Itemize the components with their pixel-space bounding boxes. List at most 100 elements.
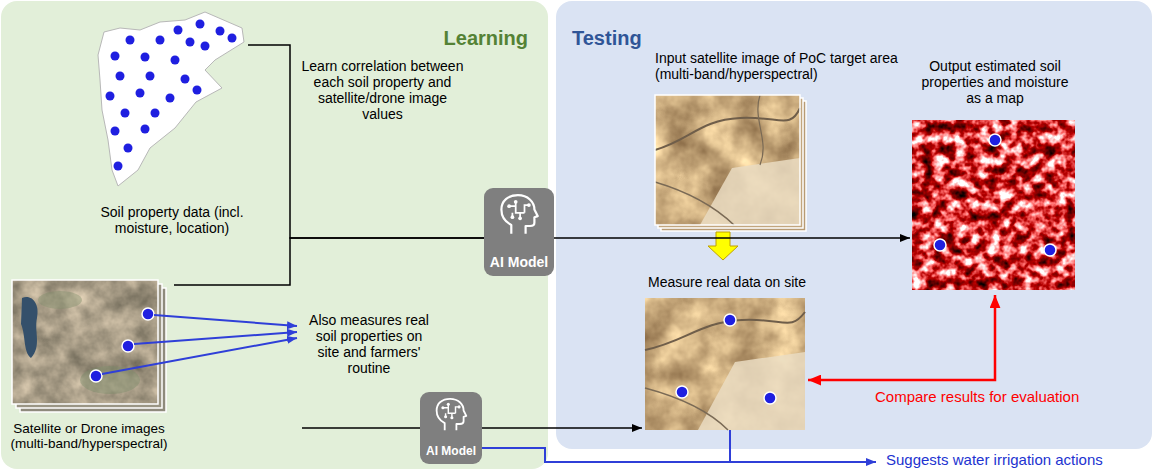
measure-arrow [102, 315, 297, 374]
sample-dot [181, 75, 190, 84]
soil-data-map: Soil property data (incl. moisture, loca… [96, 4, 248, 240]
input-image-stack [700, 158, 800, 225]
connector-group [174, 45, 995, 428]
sample-dot [228, 34, 237, 43]
image-caption: Output estimated soil properties and moi… [915, 58, 1075, 106]
output-map [912, 120, 1075, 290]
connector [248, 45, 484, 238]
sample-dot [166, 94, 175, 103]
label-anchor: Suggests water irrigation actions [886, 451, 1103, 468]
label-anchor: Compare results for evaluation [875, 388, 1079, 405]
image-caption: Soil property data (incl. moisture, loca… [96, 204, 248, 236]
sample-dot [116, 72, 125, 81]
sample-dot [193, 86, 202, 95]
measure-image [645, 298, 805, 430]
sample-dot [216, 27, 225, 36]
connector [482, 427, 642, 429]
ai-head-icon [443, 404, 459, 418]
step-note: Also measures real soil properties on si… [305, 312, 433, 376]
learning-panel: LearningSoil property data (incl. moistu… [1, 1, 548, 469]
satellite-image-stack [12, 280, 166, 412]
label-anchor: Learn correlation between each soil prop… [300, 58, 465, 122]
sample-dot [124, 144, 133, 153]
satellite-image-stack [12, 280, 158, 404]
sample-dot [989, 134, 1001, 146]
satellite-images: Satellite or Drone images (multi-band/hy… [4, 272, 174, 458]
input-image-stack [655, 95, 800, 225]
input-image-stack [655, 95, 806, 231]
ai-head-icon [441, 406, 444, 409]
label-anchor: Also measures real soil properties on si… [305, 312, 433, 376]
ai-head-icon [527, 203, 531, 207]
input-image-stack [655, 95, 800, 225]
sample-dot [90, 370, 102, 382]
image-caption: Measure real data on site [648, 274, 806, 290]
panel-heading: Learning [444, 27, 528, 50]
irrigation-arrow [482, 430, 876, 462]
sample-dot [201, 42, 210, 51]
ai-head-icon [509, 202, 529, 219]
ai-head-icon [447, 403, 450, 406]
testing-panel: TestingInput satellite image of PoC targ… [556, 1, 1152, 449]
satellite-image-stack [38, 291, 82, 309]
ai-head-icon [497, 193, 541, 237]
ai-head-icon [450, 416, 453, 419]
ai-model-box: AI Model [420, 392, 482, 464]
irrigation-arrow [729, 430, 731, 462]
ai-head-icon [441, 403, 460, 420]
ai-head-icon [433, 397, 469, 433]
satellite-image-stack [21, 297, 38, 358]
box-label: AI Model [426, 445, 476, 459]
ai-head-icon [437, 399, 467, 431]
sample-dot [676, 314, 776, 404]
sample-dot [136, 89, 145, 98]
jordan-map [98, 12, 244, 186]
irrigation-arrow [482, 448, 876, 462]
connector [174, 238, 484, 285]
connector [808, 295, 995, 380]
sample-dot [142, 308, 154, 320]
edge-label: Compare results for evaluation [875, 388, 1079, 405]
sample-dot [186, 38, 195, 47]
ai-model-box: AI Model [484, 188, 554, 276]
output-map: Output estimated soil properties and moi… [910, 55, 1080, 295]
satellite-image-stack [12, 280, 158, 404]
action-note: Suggests water irrigation actions [886, 451, 1103, 468]
sample-dot [122, 340, 134, 352]
input-image-stack [655, 108, 800, 150]
ai-head-icon [514, 200, 518, 204]
input-image: Input satellite image of PoC target area… [645, 46, 907, 228]
sample-dot [106, 92, 115, 101]
sample-dot [676, 386, 688, 398]
sample-dot [934, 134, 1056, 256]
sample-dot [146, 72, 155, 81]
sample-dot [174, 26, 183, 35]
measure-arrow [102, 338, 297, 374]
ai-head-icon [507, 204, 511, 208]
ai-head-icon [501, 195, 537, 234]
jordan-map [98, 12, 244, 186]
step-note: Learn correlation between each soil prop… [300, 58, 465, 122]
output-map [912, 120, 1075, 290]
sample-dot [196, 20, 205, 29]
image-caption: Input satellite image of PoC target area… [655, 50, 907, 82]
input-image-stack [758, 95, 763, 165]
sample-dot [1044, 244, 1056, 256]
sample-dot [156, 36, 165, 45]
sample-dot [764, 392, 776, 404]
input-image-stack [655, 182, 734, 225]
sample-dot [141, 125, 150, 134]
measure-image [645, 298, 805, 430]
sample-dot [151, 109, 160, 118]
connector [554, 237, 910, 239]
testing-panel-ground [556, 1, 1152, 449]
sample-dot [724, 314, 736, 326]
sample-dot [141, 53, 150, 62]
sample-dot [111, 52, 120, 61]
sample-dot [934, 239, 946, 251]
measure-image: Measure real data on site [642, 272, 808, 434]
sample-dot [114, 162, 123, 171]
learning-panel-ground [1, 1, 548, 469]
